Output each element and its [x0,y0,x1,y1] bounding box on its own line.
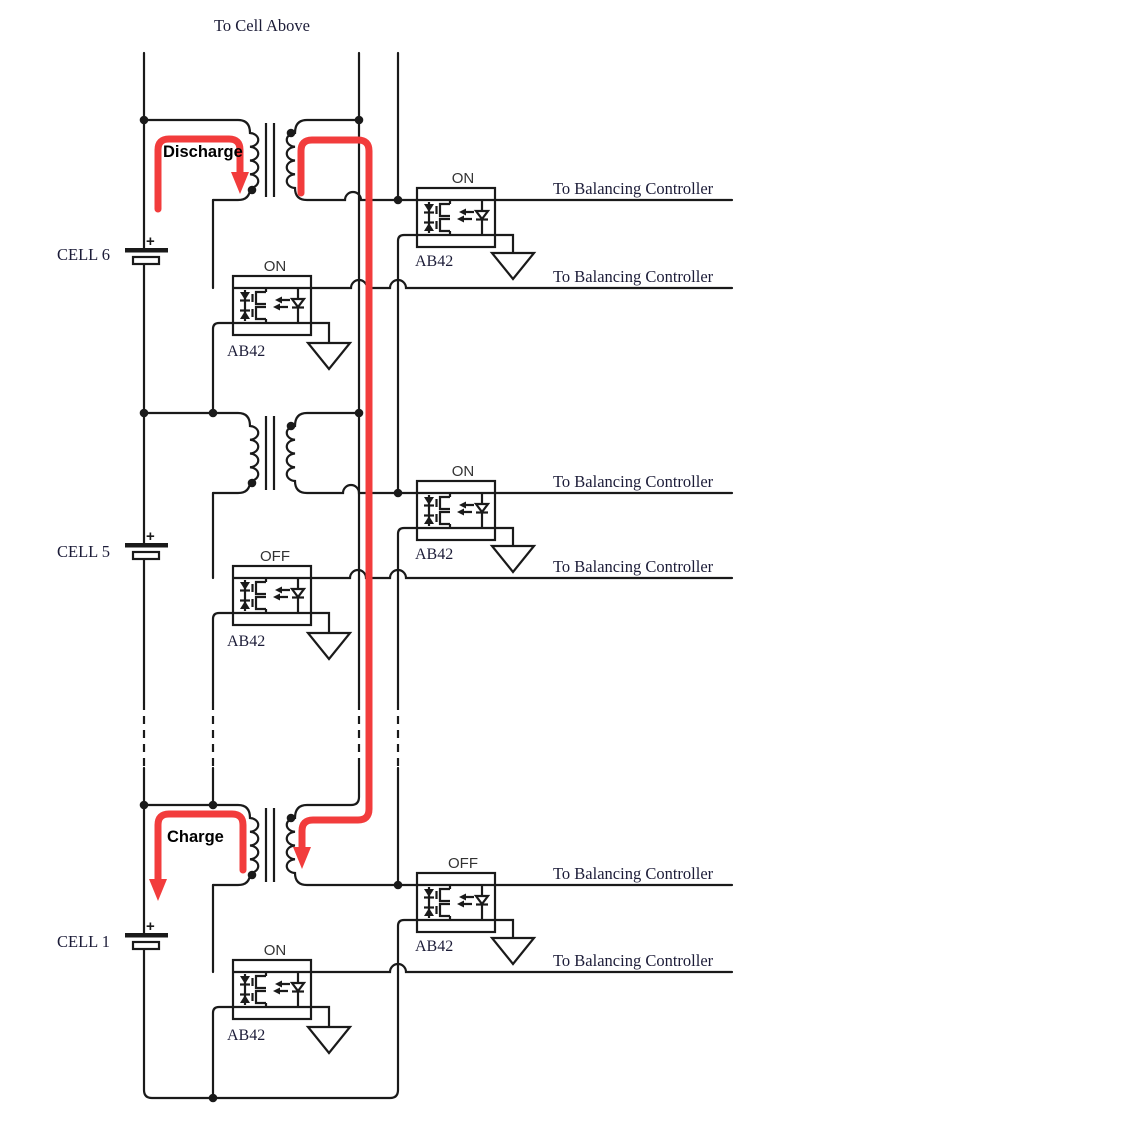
balancing-controller-label-3: To Balancing Controller [553,472,714,491]
wire-gnd-conn [309,321,331,345]
state-cell5-secondary: ON [452,463,475,480]
part-cell1-secondary: AB42 [415,938,453,955]
transformer-core [264,808,276,882]
state-cell1-secondary: OFF [448,855,478,872]
state-cell5-primary: OFF [260,548,290,565]
balancing-controller-label-4: To Balancing Controller [553,557,714,576]
discharge-label: Discharge [163,143,243,161]
part-cell5-primary: AB42 [227,633,265,650]
cell5-label: CELL 5 [57,542,110,561]
state-cell6-primary: ON [264,258,287,275]
wire-opto-return [211,611,235,704]
transformer-core [264,123,276,197]
wire-controller-line-4 [309,568,734,580]
wire-gnd-conn [309,1005,331,1029]
balancing-controller-label-6: To Balancing Controller [553,951,714,970]
polarity-dot [247,870,257,880]
to-cell-above-label: To Cell Above [214,16,310,35]
wire-controller-line-2 [309,278,734,290]
plus-label: + [146,528,155,545]
transformer-cell5 [142,411,419,495]
charge-arrow-icon [149,879,167,901]
wire-gnd-conn [493,526,515,548]
optocoupler-cell1-secondary [415,871,497,934]
battery-cell6: + [125,233,168,266]
polarity-dot [286,421,296,431]
state-cell6-secondary: ON [452,170,475,187]
balancing-controller-label-2: To Balancing Controller [553,267,714,286]
wire-opto-return [396,526,419,704]
wire-bottom-rail [142,918,419,1100]
balancing-controller-label-5: To Balancing Controller [553,864,714,883]
optocoupler-cell6-secondary [415,186,497,249]
polarity-dot [286,128,296,138]
junction-dots [139,115,403,1103]
part-cell5-secondary: AB42 [415,546,453,563]
wiring [139,51,734,1103]
optocoupler-cell6-primary [231,274,313,337]
cell1-label: CELL 1 [57,932,110,951]
battery-cell5: + [125,528,168,561]
wire-gnd-conn [493,918,515,940]
polarity-dot [247,185,257,195]
state-cell1-primary: ON [264,942,287,959]
polarity-dot [247,478,257,488]
transfer-path [297,136,373,853]
battery-cell1: + [125,918,168,951]
part-cell1-primary: AB42 [227,1027,265,1044]
transfer-arrow-icon [293,847,311,869]
optocoupler-cell5-primary [231,564,313,627]
transformer-cell6 [142,118,419,202]
wire-opto-return [211,321,235,415]
wire-gnd-conn [309,611,331,635]
optocoupler-cell1-primary [231,958,313,1021]
plus-label: + [146,918,155,935]
wire-gnd-conn [493,233,515,255]
cell6-label: CELL 6 [57,245,110,264]
part-cell6-secondary: AB42 [415,253,453,270]
wire-opto-return [211,1005,235,1100]
plus-label: + [146,233,155,250]
transformer-core [264,416,276,490]
charge-label: Charge [167,828,224,846]
transformer-cell1 [142,764,419,887]
discharge-path [154,135,244,213]
current-flow-overlay [149,135,373,901]
wire-opto-return [396,233,419,495]
optocoupler-cell5-secondary [415,479,497,542]
charge-path [154,810,247,885]
discharge-arrow-icon [231,172,249,194]
balancing-controller-label-1: To Balancing Controller [553,179,714,198]
polarity-dot [286,813,296,823]
part-cell6-primary: AB42 [227,343,265,360]
